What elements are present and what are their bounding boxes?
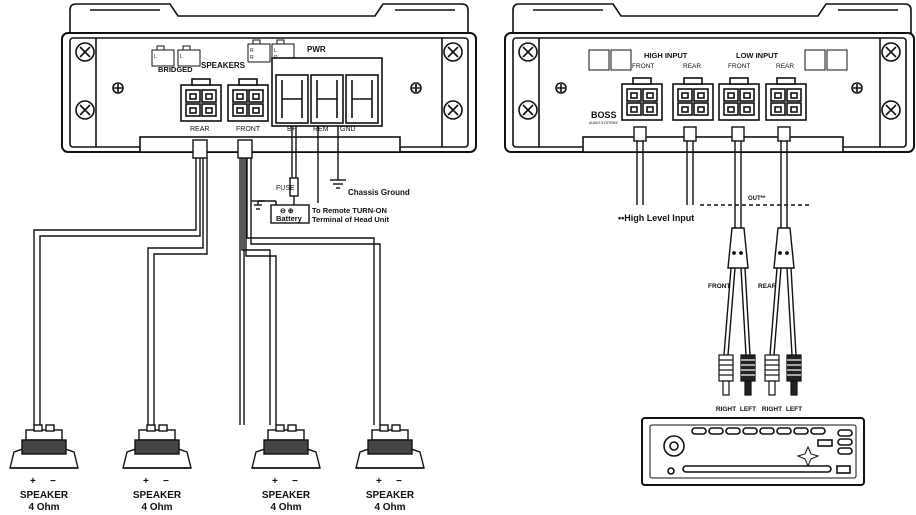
speaker <box>9 424 79 469</box>
rem-label: REM <box>313 126 329 133</box>
brand-logo: BOSS <box>591 110 617 120</box>
high-level-input-label: ••High Level Input <box>618 213 694 223</box>
rca-label: LEFT <box>740 406 756 413</box>
high-level-wires <box>633 126 697 205</box>
power-connector <box>271 57 383 127</box>
remote-label-2: Terminal of Head Unit <box>312 215 389 224</box>
gnd-label: GND <box>340 126 356 133</box>
pin-label: L <box>274 48 277 54</box>
bridged-diagram <box>151 39 295 67</box>
rear-label: REAR <box>776 63 794 70</box>
speaker-ohm-label: 4 Ohm <box>28 502 59 513</box>
rca-plug <box>764 354 780 396</box>
speaker-label: SPEAKER <box>20 490 69 501</box>
speaker-minus-label: − <box>50 476 56 487</box>
speaker-plugs <box>192 139 253 159</box>
speaker-label: SPEAKER <box>262 490 311 501</box>
rca-label: RIGHT <box>716 406 736 413</box>
speaker-minus-label: − <box>163 476 169 487</box>
speaker-minus-label: − <box>396 476 402 487</box>
bridged-label: BRIDGED <box>158 65 193 74</box>
rca-plug <box>786 354 802 396</box>
pwr-label: PWR <box>307 45 326 54</box>
speaker-plus-label: + <box>30 476 36 487</box>
input-connector <box>621 77 663 121</box>
rca-cables <box>700 126 812 356</box>
remote-label-1: To Remote TURN-ON <box>312 206 387 215</box>
pin-label: L <box>154 54 157 60</box>
speakers-label: SPEAKERS <box>201 61 246 70</box>
speaker-label: SPEAKER <box>133 490 182 501</box>
rca-label: RIGHT <box>762 406 782 413</box>
input-connector <box>718 77 760 121</box>
speaker <box>251 424 321 469</box>
speaker-plus-label: + <box>376 476 382 487</box>
speaker-ohm-label: 4 Ohm <box>374 502 405 513</box>
low-input-label: LOW INPUT <box>736 51 778 60</box>
speaker-ohm-label: 4 Ohm <box>141 502 172 513</box>
speaker-wires <box>33 158 381 425</box>
speaker-plus-label: + <box>143 476 149 487</box>
battery-polarity: ⊖ ⊕ <box>280 208 294 215</box>
left-amplifier <box>61 3 477 153</box>
battery-label: Battery <box>276 214 303 223</box>
right-amplifier <box>504 3 915 153</box>
pin-label: R <box>250 55 254 61</box>
high-input-label: HIGH INPUT <box>644 51 688 60</box>
speaker <box>122 424 192 469</box>
cable-rear-label: REAR <box>758 283 777 290</box>
input-connector <box>765 77 807 121</box>
head-unit <box>641 417 865 486</box>
star-icon <box>796 445 820 468</box>
chassis-ground-label: Chassis Ground <box>348 188 410 197</box>
speaker-connector-front <box>227 78 269 122</box>
input-connector <box>672 77 714 121</box>
front-label: FRONT <box>728 63 750 70</box>
rca-label: LEFT <box>786 406 802 413</box>
fuse-label: FUSE <box>276 185 295 192</box>
rca-plug <box>718 354 734 396</box>
speaker-connector-rear <box>180 78 222 122</box>
pin-label: R <box>250 48 254 54</box>
speaker-ohm-label: 4 Ohm <box>270 502 301 513</box>
out-label: OUT** <box>748 196 766 202</box>
speaker-minus-label: − <box>292 476 298 487</box>
cable-front-label: FRONT <box>708 283 730 290</box>
speaker-plus-label: + <box>272 476 278 487</box>
power-wiring <box>251 126 346 224</box>
brand-subtitle: AUDIO SYSTEMS <box>589 121 618 125</box>
speaker-label: SPEAKER <box>366 490 415 501</box>
front-label: FRONT <box>236 126 261 133</box>
speaker <box>355 424 425 469</box>
rca-plug <box>740 354 756 396</box>
front-label: FRONT <box>632 63 654 70</box>
rear-label: REAR <box>190 126 209 133</box>
pin-label: L <box>180 54 183 60</box>
rear-label: REAR <box>683 63 701 70</box>
